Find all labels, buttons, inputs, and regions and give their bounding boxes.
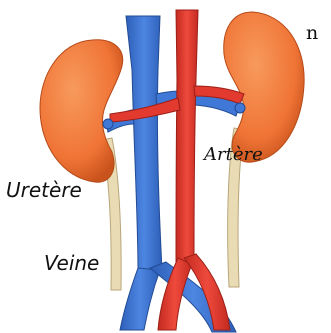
vein-left-leg: [120, 268, 160, 330]
label-veine: Veine: [44, 253, 99, 273]
left-kidney: [40, 40, 123, 182]
label-artere: Artère: [204, 146, 263, 164]
right-kidney: [224, 12, 304, 162]
label-uretere: Uretère: [6, 180, 82, 200]
right-hilum: [235, 103, 245, 113]
artery-trunk: [176, 10, 198, 262]
left-hilum: [103, 119, 113, 129]
vein-trunk: [126, 16, 162, 270]
cut-off-text: n: [306, 24, 318, 43]
